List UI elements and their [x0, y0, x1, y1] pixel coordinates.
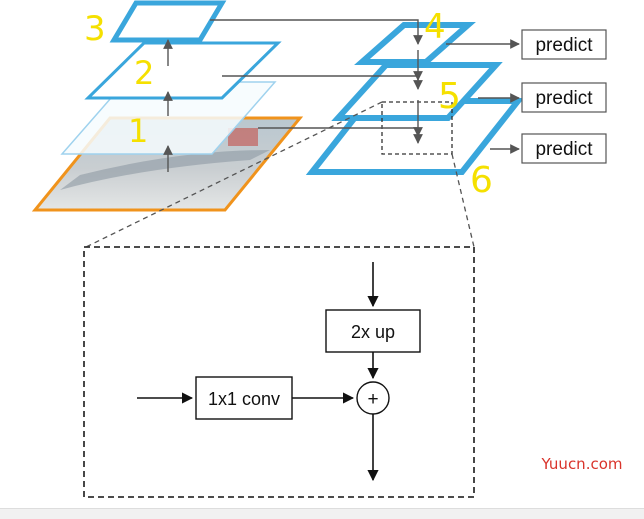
zoom-line-right — [451, 153, 475, 248]
level-3-layer — [109, 0, 227, 43]
predict-label-2: predict — [535, 88, 593, 109]
hand-number-3: 3 — [84, 9, 106, 49]
boat-shape — [60, 150, 270, 190]
upsample-label: 2x up — [351, 322, 395, 342]
watermark: Yuucn.com — [540, 455, 622, 473]
add-symbol: + — [367, 389, 378, 410]
hand-number-4: 4 — [424, 7, 446, 47]
lateral-arrow-top — [210, 19, 423, 45]
zoom-line-left — [85, 101, 383, 248]
predict-box-3 — [521, 133, 607, 164]
bottom-scroll-strip — [0, 508, 644, 519]
predict-box-2 — [521, 82, 607, 113]
predict-label-1: predict — [535, 35, 593, 56]
level-1-layer — [60, 81, 277, 155]
hand-number-1: 1 — [128, 112, 148, 150]
hand-number-5: 5 — [438, 76, 461, 117]
conv-label: 1x1 conv — [208, 389, 280, 409]
merge-detail-inset — [83, 246, 475, 498]
boat-detail — [228, 128, 258, 146]
conv-box — [195, 376, 293, 420]
level-2-layer — [84, 41, 282, 100]
predict-label-3: predict — [535, 139, 593, 160]
hand-number-2: 2 — [134, 54, 154, 92]
hand-number-6: 6 — [470, 160, 493, 201]
predict-box-1 — [521, 29, 607, 60]
upsample-box — [325, 309, 421, 353]
level-5-layer — [331, 62, 503, 121]
